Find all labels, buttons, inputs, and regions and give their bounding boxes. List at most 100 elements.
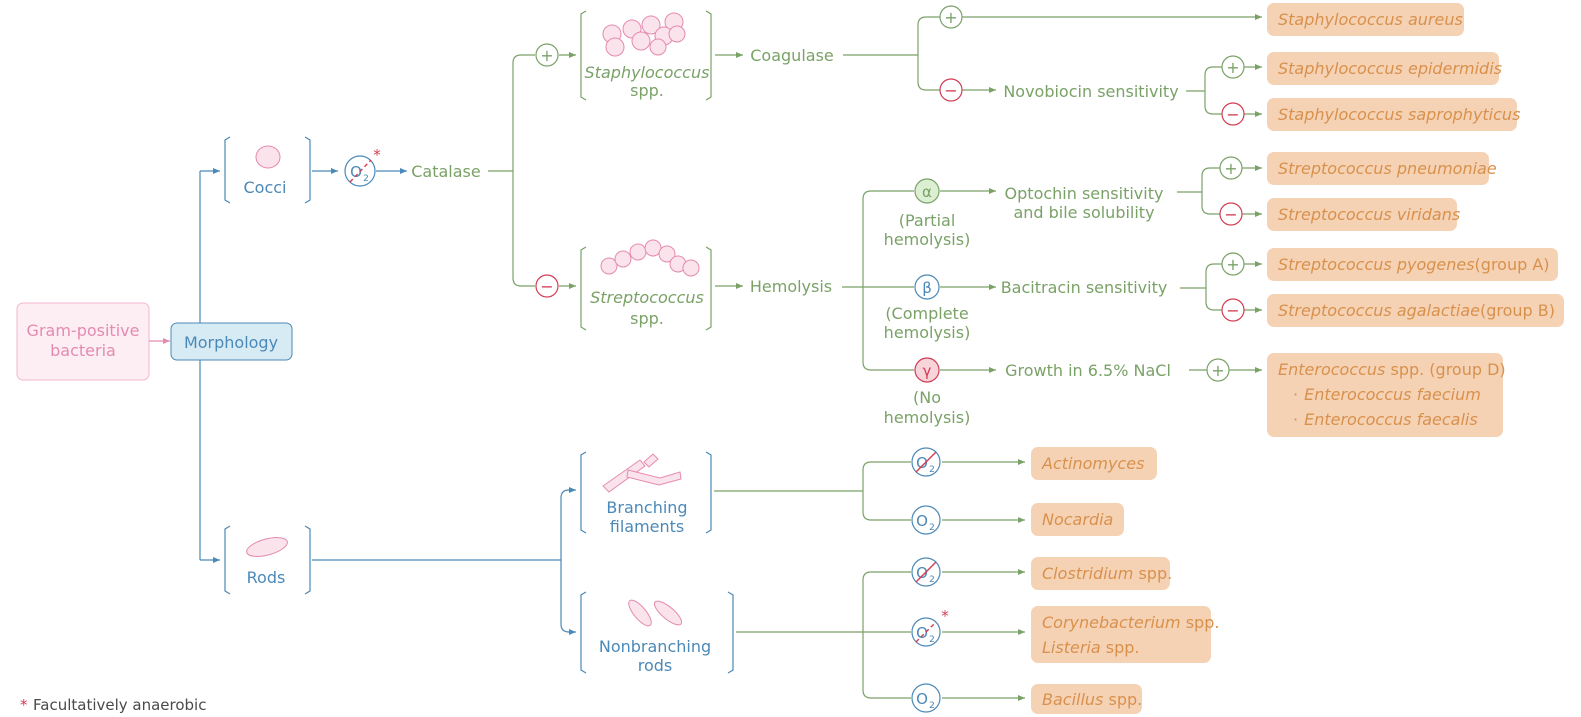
- result-enterococcus: Enterococcus spp. (group D) ·Enterococcu…: [1267, 353, 1506, 437]
- svg-text:O: O: [350, 163, 362, 181]
- svg-text:Streptococcus viridans: Streptococcus viridans: [1278, 205, 1460, 224]
- svg-text:2: 2: [929, 701, 935, 711]
- coagulase-branches: [843, 14, 1262, 93]
- branching-filaments-node: Branching filaments: [580, 451, 712, 536]
- result-s-pneumoniae: Streptococcus pneumoniae: [1267, 152, 1497, 185]
- strep-chain-icon: [600, 239, 700, 277]
- coccus-icon: [255, 145, 281, 169]
- svg-text:Nocardia: Nocardia: [1042, 510, 1113, 529]
- gamma-label-line2: hemolysis): [884, 408, 971, 427]
- morphology-node: Morphology: [170, 322, 293, 361]
- facultative-o2-icon-2: O 2 *: [911, 607, 949, 647]
- result-s-saprophyticus: Staphylococcus saprophyticus: [1267, 98, 1520, 131]
- svg-text:Enterococcus spp. (group D): Enterococcus spp. (group D): [1278, 360, 1506, 379]
- svg-text:+: +: [540, 46, 553, 65]
- result-s-viridans: Streptococcus viridans: [1267, 198, 1460, 231]
- svg-text:Staphylococcus aureus: Staphylococcus aureus: [1278, 10, 1463, 29]
- catalase-branches: [488, 52, 576, 289]
- optochin-label-line1: Optochin sensitivity: [1005, 184, 1164, 203]
- staph-label-line1: Staphylococcus: [585, 63, 710, 82]
- result-actinomyces: Actinomyces: [1031, 447, 1157, 480]
- novobiocin-positive-icon: +: [1221, 55, 1245, 79]
- svg-text:+: +: [1226, 255, 1239, 274]
- anaerobic-o2-icon: O 2: [911, 447, 941, 477]
- svg-text:+: +: [1211, 361, 1224, 380]
- root-node: Gram-positive bacteria: [16, 302, 150, 381]
- svg-text:+: +: [1224, 159, 1237, 178]
- svg-text:2: 2: [929, 465, 935, 475]
- filament-icon: [602, 453, 682, 493]
- svg-text:β: β: [922, 279, 932, 297]
- root-label-line2: bacteria: [50, 341, 116, 360]
- svg-text:O: O: [916, 512, 928, 530]
- result-clostridium: Clostridium spp.: [1031, 557, 1172, 590]
- strep-label-line2: spp.: [630, 309, 664, 328]
- optochin-negative-icon: −: [1219, 202, 1243, 226]
- svg-text:+: +: [944, 8, 957, 27]
- beta-label-line2: hemolysis): [884, 323, 971, 342]
- cocci-node: Cocci: [224, 136, 311, 204]
- staphylococcus-node: Staphylococcus spp.: [580, 10, 712, 101]
- aerobic-o2-icon-2: O 2: [911, 683, 941, 713]
- nacl-label: Growth in 6.5% NaCl: [1005, 361, 1171, 380]
- svg-text:−: −: [944, 81, 957, 100]
- rod-icon: [246, 537, 288, 557]
- rods-node: Rods: [224, 525, 311, 595]
- svg-text:+: +: [1226, 58, 1239, 77]
- coagulase-label: Coagulase: [750, 46, 834, 65]
- catalase-negative-icon: −: [535, 274, 559, 298]
- strep-label-line1: Streptococcus: [590, 288, 704, 307]
- facultative-o2-icon: O 2 *: [344, 146, 381, 187]
- morphology-label: Morphology: [184, 333, 278, 352]
- svg-text:−: −: [540, 277, 553, 296]
- coagulase-positive-icon: +: [939, 5, 963, 29]
- branching-label-line2: filaments: [610, 517, 685, 536]
- svg-text:O: O: [916, 624, 928, 642]
- svg-text:*: *: [941, 607, 949, 625]
- staph-label-line2: spp.: [630, 81, 664, 100]
- svg-text:Streptococcus agalactiae(group: Streptococcus agalactiae(group B): [1278, 301, 1555, 320]
- rods-label: Rods: [247, 568, 286, 587]
- alpha-label-line2: hemolysis): [884, 230, 971, 249]
- footnote: * Facultatively anaerobic: [20, 696, 206, 714]
- svg-text:Clostridium spp.: Clostridium spp.: [1042, 564, 1172, 583]
- novobiocin-label: Novobiocin sensitivity: [1003, 82, 1178, 101]
- nonbranching-label-line2: rods: [638, 656, 673, 675]
- svg-text:−: −: [1224, 205, 1237, 224]
- rods-branches: [312, 487, 576, 635]
- optochin-branches: [1177, 165, 1262, 217]
- svg-text:·Enterococcus faecium: ·Enterococcus faecium: [1293, 385, 1481, 404]
- rod-icon-2: [653, 600, 683, 626]
- svg-text:O: O: [916, 564, 928, 582]
- result-nocardia: Nocardia: [1031, 503, 1124, 536]
- result-corynebacterium-listeria: Corynebacterium spp. Listeria spp.: [1031, 606, 1219, 663]
- result-bacillus: Bacillus spp.: [1031, 684, 1142, 714]
- svg-text:O: O: [916, 454, 928, 472]
- coagulase-negative-icon: −: [939, 78, 963, 102]
- catalase-label: Catalase: [411, 162, 480, 181]
- beta-label-line1: (Complete: [885, 304, 968, 323]
- anaerobic-o2-icon-2: O 2: [911, 557, 941, 587]
- result-s-epidermidis: Staphylococcus epidermidis: [1267, 52, 1502, 85]
- svg-text:Bacillus spp.: Bacillus spp.: [1042, 690, 1142, 709]
- nacl-positive-icon: +: [1206, 358, 1230, 382]
- hemolysis-label: Hemolysis: [750, 277, 832, 296]
- svg-text:2: 2: [929, 575, 935, 585]
- optochin-positive-icon: +: [1219, 156, 1243, 180]
- nonbranching-label-line1: Nonbranching: [599, 637, 711, 656]
- optochin-label-line2: and bile solubility: [1013, 203, 1154, 222]
- svg-text:Staphylococcus epidermidis: Staphylococcus epidermidis: [1278, 59, 1502, 78]
- cocci-label: Cocci: [244, 178, 287, 197]
- result-s-agalactiae: Streptococcus agalactiae(group B): [1267, 294, 1564, 327]
- footnote-asterisk: *: [20, 696, 28, 714]
- svg-text:−: −: [1226, 301, 1239, 320]
- svg-text:Actinomyces: Actinomyces: [1041, 454, 1144, 473]
- novobiocin-branches: [1186, 64, 1262, 117]
- branching-label-line1: Branching: [606, 498, 687, 517]
- streptococcus-node: Streptococcus spp.: [580, 239, 712, 331]
- svg-text:Listeria spp.: Listeria spp.: [1042, 638, 1139, 657]
- bacitracin-branches: [1180, 261, 1262, 313]
- gamma-hemolysis-icon: γ: [914, 357, 940, 383]
- svg-text:·Enterococcus faecalis: ·Enterococcus faecalis: [1293, 410, 1478, 429]
